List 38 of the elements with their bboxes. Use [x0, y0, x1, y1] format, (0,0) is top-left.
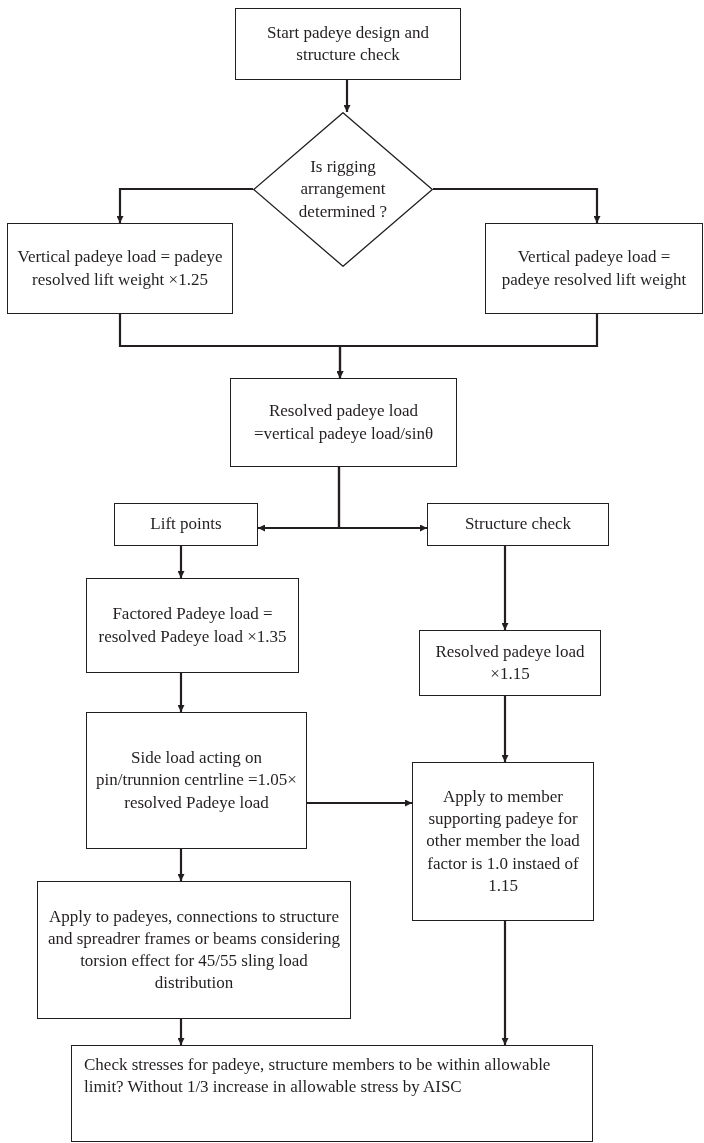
- step-text: Check stresses for padeye, structure members to be within allowable limit? Without 1/3 increase in allowable stress by AISC: [84, 1054, 552, 1099]
- process-box: [485, 223, 703, 314]
- process-box: [37, 881, 351, 1019]
- step-text: Resolved padeye load =vertical padeye load/sinθ: [252, 400, 435, 445]
- arrow: [501, 696, 509, 762]
- step-text: Start padeye design and structure check: [266, 21, 430, 66]
- process-box: [114, 503, 258, 546]
- process-box: [235, 8, 461, 80]
- arrow: [177, 1019, 185, 1045]
- step-text: Vertical padeye load = padeye resolved lift weight: [500, 246, 688, 291]
- arrow: [177, 546, 185, 578]
- process-box: [419, 630, 601, 696]
- process-box: [86, 578, 299, 673]
- step-text: Resolved padeye load ×1.15: [434, 640, 586, 685]
- arrow: [337, 467, 427, 532]
- arrow: [177, 673, 185, 712]
- step-text: Structure check: [464, 513, 572, 536]
- process-box: [86, 712, 307, 849]
- decision-text: Is rigging arrangement determined ?: [297, 156, 389, 223]
- process-box: [427, 503, 609, 546]
- arrow: [343, 80, 351, 112]
- arrow: [177, 849, 185, 881]
- arrow: [336, 314, 599, 378]
- step-text: Vertical padeye load = padeye resolved lift weight ×1.25: [16, 246, 224, 291]
- step-text: Lift points: [150, 513, 222, 536]
- arrow: [501, 546, 509, 630]
- process-box: [7, 223, 233, 314]
- step-text: Apply to padeyes, connections to structure and spreadrer frames or beams considering torsion effect for 45/55 sling load distribution: [46, 905, 342, 995]
- arrow: [501, 921, 509, 1045]
- process-box: [412, 762, 594, 921]
- step-text: Side load acting on pin/trunnion centrline =1.05× resolved Padeye load: [95, 747, 298, 814]
- step-text: Factored Padeye load = resolved Padeye load ×1.35: [97, 603, 288, 648]
- process-box: [71, 1045, 593, 1142]
- process-box: [230, 378, 457, 467]
- arrow: [116, 187, 253, 223]
- step-text: Apply to member supporting padeye for other member the load factor is 1.0 instaed of 1.15: [425, 786, 581, 897]
- arrow: [307, 799, 412, 807]
- arrow: [433, 187, 601, 223]
